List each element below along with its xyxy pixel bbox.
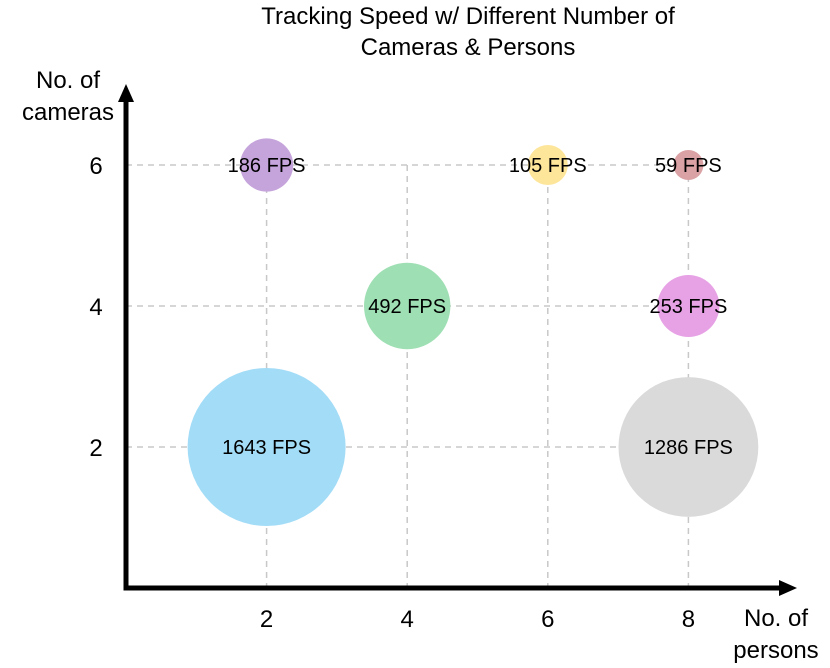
grid-lines: [126, 164, 690, 588]
axes: [118, 84, 797, 596]
chart-title-line-1: Tracking Speed w/ Different Number of: [261, 3, 675, 30]
y-tick-label: 2: [89, 435, 102, 462]
x-tick-label: 8: [682, 606, 695, 633]
bubble-value-label: 1643 FPS: [222, 437, 311, 459]
x-tick-label: 2: [260, 606, 273, 633]
x-tick-label: 6: [541, 606, 554, 633]
bubble: [527, 145, 568, 185]
bubble-value-label: 105 FPS: [509, 155, 587, 177]
y-axis-arrowhead: [118, 84, 134, 102]
y-axis-label-line-1: No. of: [36, 67, 100, 94]
bubble: [673, 150, 704, 180]
chart-title-line-2: Cameras & Persons: [361, 34, 576, 61]
bubble: [618, 377, 759, 517]
x-axis-arrowhead: [779, 580, 797, 596]
bubble: [187, 368, 346, 526]
axis-lines: [123, 99, 782, 591]
bubble-value-label: 1286 FPS: [644, 437, 733, 459]
bubbles: 186 FPS 492 FPS 105 FPS 59 FPS 253 FPS 1643 F…: [187, 138, 759, 526]
y-tick-label: 6: [89, 153, 102, 180]
bubble: [364, 262, 451, 350]
tick-labels: 2 4 6 8 2 4 6: [89, 153, 695, 633]
y-axis-label-line-2: cameras: [22, 99, 114, 126]
y-axis-label: No. of cameras: [22, 67, 114, 126]
x-axis-label: No. of persons: [733, 605, 818, 664]
x-tick-label: 4: [401, 606, 414, 633]
bubble-value-label: 253 FPS: [649, 296, 727, 318]
x-axis-label-line-1: No. of: [744, 605, 808, 632]
x-axis-label-line-2: persons: [733, 637, 818, 664]
bubble-value-label: 492 FPS: [368, 296, 446, 318]
bubble-value-label: 59 FPS: [655, 155, 722, 177]
y-tick-label: 4: [89, 294, 102, 321]
bubble: [657, 275, 720, 337]
chart-title: Tracking Speed w/ Different Number of Ca…: [261, 3, 675, 61]
bubble-value-label: 186 FPS: [228, 155, 306, 177]
bubble: [240, 138, 294, 192]
